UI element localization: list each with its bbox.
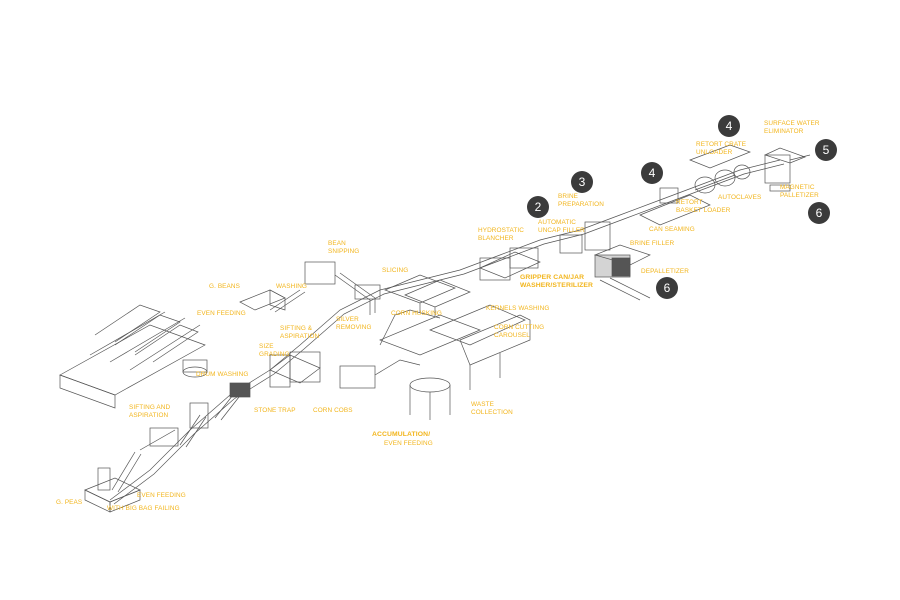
label-waste-collection: WASTE COLLECTION: [471, 401, 513, 416]
beans-line: [239, 261, 471, 316]
label-size-grading: SIZE GRADING: [259, 343, 290, 358]
step-badge-3: 3: [571, 171, 593, 193]
label-corn-cobs: CORN COBS: [313, 407, 353, 414]
corn-cutting-area: [339, 304, 531, 420]
g-peas-hopper: [84, 467, 141, 513]
label-g-beans: G. BEANS: [209, 283, 240, 290]
label-accumulation: ACCUMULATION/: [372, 431, 431, 438]
label-kernels-washing: KERNELS WASHING: [486, 305, 550, 312]
label-even-feeding-bottom: EVEN FEEDING: [137, 492, 186, 499]
drum-washing-cluster: [59, 304, 208, 409]
size-grading-unit: [214, 351, 321, 421]
label-gripper-washer: GRIPPER CAN/JAR WASHER/STERILIZER: [520, 274, 594, 289]
step-badge-2: 2: [527, 196, 549, 218]
label-automatic-uncap-filler: AUTOMATIC UNCAP FILLER: [538, 219, 585, 234]
step-badge-5: 5: [815, 139, 837, 161]
label-can-seaming: CAN SEAMING: [649, 226, 695, 233]
label-hydrostatic-blancher: HYDROSTATIC BLANCHER: [478, 227, 524, 242]
label-retort-crate-unloader: RETORT CRATE UNLOADER: [696, 141, 747, 156]
step-badge-6-mid: 6: [656, 277, 678, 299]
step-badge-4-top: 4: [718, 115, 740, 137]
label-autoclaves: AUTOCLAVES: [718, 194, 762, 201]
label-retort-basket-loader: RETORT BASKET LOADER: [676, 199, 731, 214]
label-magnetic-palletizer: MAGNETIC PALLETIZER: [780, 184, 819, 199]
label-silver-removing: SILVER REMOVING: [336, 316, 372, 331]
step-badge-4-mid: 4: [641, 162, 663, 184]
label-washing: WASHING: [276, 283, 307, 290]
label-drum-washing: DRUM WASHING: [196, 371, 249, 378]
label-sifting-aspiration-top: SIFTING & ASPIRATION: [280, 325, 320, 340]
main-conveyor-line: [109, 159, 785, 505]
label-stone-trap: STONE TRAP: [254, 407, 296, 414]
magnetic-palletizer: [764, 147, 811, 192]
label-g-peas: G. PEAS: [56, 499, 83, 506]
label-depalletizer: DEPALLETIZER: [641, 268, 689, 275]
filler-section: [559, 221, 651, 301]
label-even-feeding-accum: EVEN FEEDING: [384, 440, 433, 447]
label-big-bag-filling: WITH BIG BAG FAILING: [107, 505, 180, 512]
label-corn-cutting-carousel: CORN CUTTING CAROUSEL: [494, 324, 545, 339]
label-slicing: SLICING: [382, 267, 409, 274]
label-brine-preparation: BRINE PREPARATION: [558, 193, 604, 208]
label-corn-husking: CORN HUSKING: [391, 310, 442, 317]
label-even-feeding-top: EVEN FEEDING: [197, 310, 246, 317]
retort-autoclaves: [639, 144, 751, 226]
step-badge-6-right: 6: [808, 202, 830, 224]
label-brine-filler: BRINE FILLER: [630, 240, 675, 247]
label-sifting-aspiration-bottom: SIFTING AND ASPIRATION: [129, 404, 171, 419]
hydrostatic-blancher: [479, 247, 541, 281]
label-surface-water-eliminator: SURFACE WATER ELIMINATOR: [764, 120, 820, 135]
bottom-elevator: [111, 402, 209, 493]
label-bean-snipping: BEAN SNIPPING: [328, 240, 360, 255]
